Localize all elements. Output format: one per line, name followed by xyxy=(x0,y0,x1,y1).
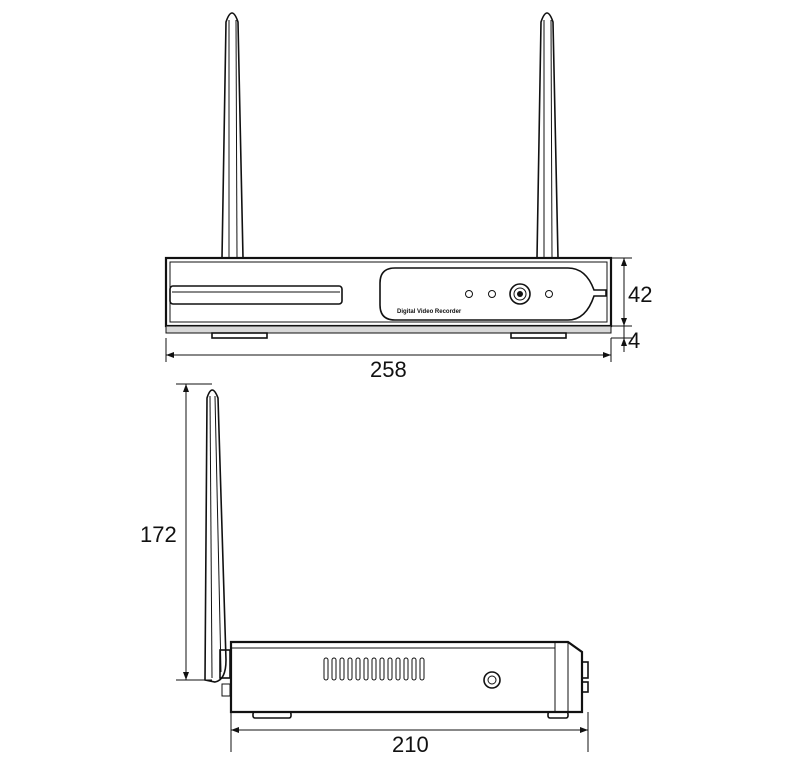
front-box: Digital Video Recorder xyxy=(164,256,613,339)
side-antenna xyxy=(204,389,231,697)
left-antenna xyxy=(221,12,244,259)
front-height-dimension: 42 4 xyxy=(611,257,652,353)
foot xyxy=(510,332,567,339)
led-icon xyxy=(488,290,496,298)
feet-dim-label: 4 xyxy=(628,328,640,353)
vent-slots xyxy=(323,657,425,681)
right-antenna xyxy=(536,12,559,259)
screw-icon xyxy=(483,671,501,689)
foot xyxy=(547,711,569,719)
height-dim-label: 42 xyxy=(628,282,652,307)
width-dim-label: 258 xyxy=(370,357,407,382)
front-view: Digital Video Recorder 42 4 258 xyxy=(164,12,652,382)
side-height-dimension: 172 xyxy=(140,383,212,681)
side-view: 172 210 xyxy=(140,383,589,757)
foot xyxy=(252,711,292,719)
side-height-dim-label: 172 xyxy=(140,522,177,547)
base-strip xyxy=(165,325,612,334)
depth-dim-label: 210 xyxy=(392,732,429,757)
power-knob-icon xyxy=(509,283,531,305)
side-box xyxy=(229,640,589,719)
panel-label: Digital Video Recorder xyxy=(397,309,462,315)
foot xyxy=(211,332,268,339)
front-width-dimension: 258 xyxy=(165,338,612,382)
front-panel xyxy=(379,267,607,321)
disc-slot xyxy=(169,285,343,305)
led-icon xyxy=(465,290,473,298)
led-icon xyxy=(545,290,553,298)
side-depth-dimension: 210 xyxy=(230,712,589,757)
